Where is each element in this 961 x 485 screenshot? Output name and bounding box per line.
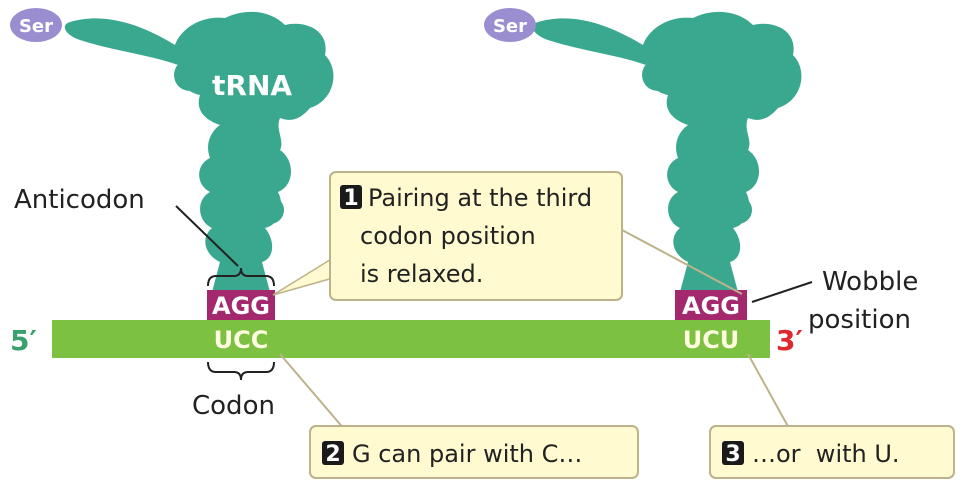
trna-label: tRNA (212, 69, 292, 102)
callout-1-line-3: is relaxed. (360, 260, 483, 288)
trna-right-loop-2 (642, 59, 674, 91)
callout-3-line-1: …or with U. (752, 440, 900, 468)
anticodon-left: AGG (212, 292, 270, 320)
mrna-strand (52, 320, 770, 358)
anticodon-label: Anticodon (14, 185, 145, 215)
amino-acid-left-label: Ser (19, 16, 53, 37)
wobble-label-line1: Wobble (822, 267, 918, 297)
callout-1-line-2: codon position (360, 222, 536, 250)
amino-acid-right-label: Ser (493, 16, 527, 37)
three-prime-label: 3′ (776, 324, 803, 357)
callout-3-pointer (748, 354, 790, 430)
trna-right-loop-1 (750, 52, 786, 88)
callout-3: 3 …or with U. (710, 354, 954, 478)
trna-left: tRNA (65, 12, 334, 292)
trna-right-loop-3 (724, 196, 752, 224)
codon-left: UCC (214, 326, 269, 354)
anticodon-right: AGG (682, 292, 740, 320)
wobble-pointer (752, 282, 812, 302)
callout-1-pointer (273, 258, 333, 295)
callout-1-number: 1 (343, 186, 358, 211)
codon-label: Codon (192, 391, 275, 421)
codon-brace (208, 362, 274, 380)
callout-2-line-1: G can pair with C… (352, 440, 582, 468)
trna-left-loop-2 (174, 59, 206, 91)
callout-1-line-1: Pairing at the third (368, 184, 592, 212)
codon-right: UCU (683, 326, 740, 354)
callout-2-number: 2 (325, 442, 340, 467)
callout-2: 2 G can pair with C… (280, 354, 638, 478)
callout-3-number: 3 (725, 442, 740, 467)
callout-2-pointer (280, 354, 345, 430)
trna-left-loop-3 (256, 196, 284, 224)
wobble-label-line2: position (808, 305, 911, 335)
callout-1: 1 Pairing at the third codon position is… (273, 172, 742, 300)
five-prime-label: 5′ (10, 324, 37, 357)
